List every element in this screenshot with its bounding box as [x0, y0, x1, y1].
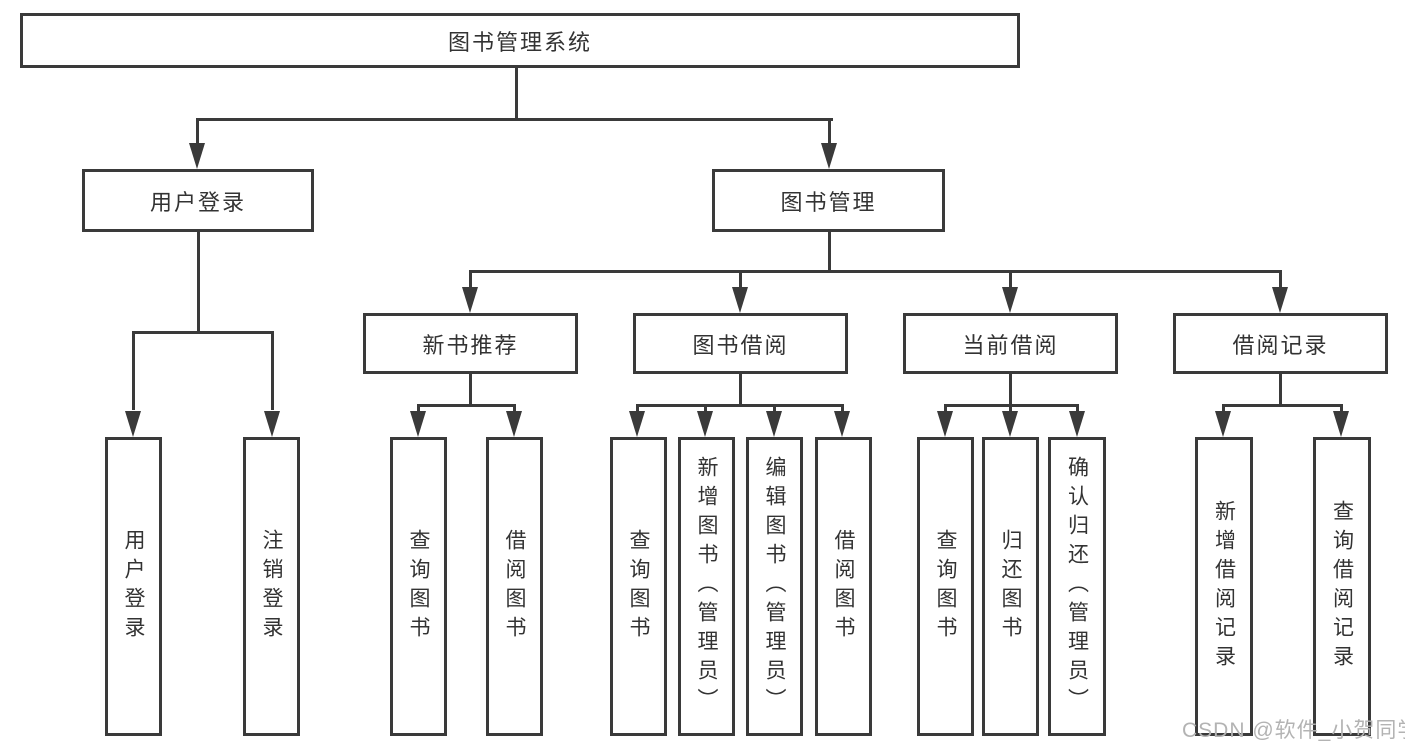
- arrowhead-down-icon: [189, 143, 205, 169]
- node-library-management-system: 图书管理系统: [20, 13, 1020, 68]
- connector-drop: [773, 404, 776, 413]
- connector-borrowing-stem: [739, 374, 742, 406]
- node-label: 用户登录: [149, 189, 246, 215]
- connector-bookmgmt-branch: [469, 270, 1282, 273]
- node-label: 图书管理: [780, 189, 877, 215]
- connector-drop: [1222, 404, 1225, 413]
- connector-newbook-stem: [469, 374, 472, 406]
- connector-drop: [513, 404, 516, 413]
- connector-drop: [1340, 404, 1343, 413]
- leaf-query-books-2: 查询图书: [610, 437, 667, 736]
- connector-drop: [1009, 270, 1012, 288]
- connector-drop: [1076, 404, 1079, 413]
- arrowhead-down-icon: [732, 287, 748, 313]
- leaf-add-books-admin: 新增图书（管理员）: [678, 437, 735, 736]
- node-label: 查询图书: [934, 528, 957, 645]
- leaf-user-login: 用户登录: [105, 437, 162, 736]
- arrowhead-down-icon: [125, 411, 141, 437]
- node-label: 借阅图书: [832, 528, 855, 645]
- node-label: 查询图书: [407, 528, 430, 645]
- node-label: 注销登录: [260, 528, 283, 645]
- leaf-query-borrow-record: 查询借阅记录: [1313, 437, 1371, 736]
- arrowhead-down-icon: [937, 411, 953, 437]
- connector-borrowing-branch: [636, 404, 844, 407]
- leaf-edit-books-admin: 编辑图书（管理员）: [746, 437, 803, 736]
- connector-records-stem: [1279, 374, 1282, 406]
- node-label: 查询借阅记录: [1330, 499, 1354, 674]
- leaf-confirm-return-admin: 确认归还（管理员）: [1048, 437, 1106, 736]
- connector-drop: [841, 404, 844, 413]
- leaf-add-borrow-record: 新增借阅记录: [1195, 437, 1253, 736]
- connector-drop: [271, 331, 274, 410]
- arrowhead-down-icon: [766, 411, 782, 437]
- arrowhead-down-icon: [410, 411, 426, 437]
- node-label: 图书管理系统: [447, 29, 592, 55]
- connector-drop: [636, 404, 639, 413]
- connector-root-branch: [196, 118, 833, 121]
- node-label: 新增图书（管理员）: [695, 456, 718, 717]
- connector-drop: [704, 404, 707, 413]
- connector-root-stem: [515, 68, 518, 120]
- leaf-return-books: 归还图书: [982, 437, 1039, 736]
- leaf-borrow-books-2: 借阅图书: [815, 437, 872, 736]
- arrowhead-down-icon: [821, 143, 837, 169]
- arrowhead-down-icon: [629, 411, 645, 437]
- arrowhead-down-icon: [506, 411, 522, 437]
- arrowhead-down-icon: [462, 287, 478, 313]
- connector-drop: [417, 404, 420, 413]
- leaf-logout: 注销登录: [243, 437, 300, 736]
- connector-drop: [828, 118, 831, 145]
- arrowhead-down-icon: [834, 411, 850, 437]
- connector-userlogin-branch: [132, 331, 274, 334]
- node-label: 借阅图书: [503, 528, 526, 645]
- node-label: 确认归还（管理员）: [1065, 456, 1089, 717]
- connector-drop: [132, 331, 135, 410]
- node-book-borrowing: 图书借阅: [633, 313, 848, 374]
- node-borrowing-records: 借阅记录: [1173, 313, 1388, 374]
- node-user-login: 用户登录: [82, 169, 314, 232]
- node-label: 新增借阅记录: [1212, 499, 1236, 674]
- connector-records-branch: [1222, 404, 1343, 407]
- node-label: 借阅记录: [1232, 332, 1329, 358]
- node-label: 图书借阅: [692, 332, 789, 358]
- node-label: 新书推荐: [422, 332, 519, 358]
- node-label: 编辑图书（管理员）: [763, 456, 786, 717]
- arrowhead-down-icon: [697, 411, 713, 437]
- connector-drop: [1279, 270, 1282, 288]
- connector-drop: [1009, 404, 1012, 413]
- connector-userlogin-stem: [197, 232, 200, 333]
- leaf-query-books-3: 查询图书: [917, 437, 974, 736]
- leaf-query-books-1: 查询图书: [390, 437, 447, 736]
- node-new-book-recommendation: 新书推荐: [363, 313, 578, 374]
- connector-bookmgmt-stem: [828, 232, 831, 272]
- arrowhead-down-icon: [1215, 411, 1231, 437]
- node-label: 查询图书: [627, 528, 650, 645]
- node-book-management: 图书管理: [712, 169, 945, 232]
- csdn-watermark: CSDN @软件_小贺同学: [1182, 719, 1405, 742]
- node-label: 当前借阅: [962, 332, 1059, 358]
- connector-drop: [739, 270, 742, 288]
- connector-drop: [196, 118, 199, 145]
- arrowhead-down-icon: [1002, 287, 1018, 313]
- arrowhead-down-icon: [1069, 411, 1085, 437]
- leaf-borrow-books-1: 借阅图书: [486, 437, 543, 736]
- node-label: 用户登录: [122, 528, 145, 645]
- arrowhead-down-icon: [1333, 411, 1349, 437]
- arrowhead-down-icon: [1272, 287, 1288, 313]
- connector-drop: [469, 270, 472, 288]
- arrowhead-down-icon: [1002, 411, 1018, 437]
- node-current-borrowing: 当前借阅: [903, 313, 1118, 374]
- node-label: 归还图书: [999, 528, 1022, 645]
- arrowhead-down-icon: [264, 411, 280, 437]
- connector-current-stem: [1009, 374, 1012, 406]
- connector-drop: [944, 404, 947, 413]
- connector-newbook-branch: [417, 404, 516, 407]
